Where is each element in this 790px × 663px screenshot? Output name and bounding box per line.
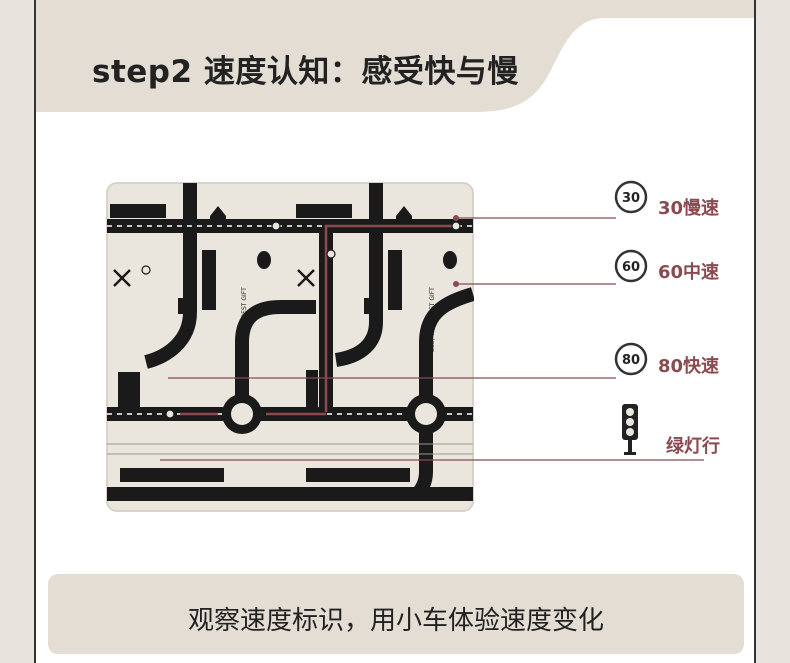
page-margin-right [756,0,790,663]
page-title: step2 速度认知：感受快与慢 [92,54,519,90]
legend-label-30: 30慢速 [658,198,720,219]
map-slogan-left: BEE, YOUR BEST GIFT [241,287,248,352]
svg-text:30: 30 [622,191,640,206]
svg-text:60: 60 [622,260,640,275]
road-playmat-map: BEE, YOUR BEST GIFT BEE, YOUR BEST GIFT [106,182,474,512]
page-margin-left [0,0,34,663]
speed-limit-30-sign-icon: 30 [614,180,648,214]
map-slogan-right: BEE, YOUR BEST GIFT [429,287,436,352]
legend-label-green-light: 绿灯行 [666,436,720,457]
footer-caption-band: 观察速度标识，用小车体验速度变化 [48,574,744,654]
footer-caption: 观察速度标识，用小车体验速度变化 [187,606,604,636]
traffic-light-icon [622,404,638,455]
legend-label-60: 60中速 [658,262,720,283]
legend-label-80: 80快速 [658,356,720,377]
legend-leader-lines [160,215,704,461]
speed-limit-80-sign-icon: 80 [614,342,648,376]
content-frame: step2 速度认知：感受快与慢 [34,0,756,663]
header-band [36,0,754,112]
svg-text:80: 80 [622,353,640,368]
speed-limit-60-sign-icon: 60 [614,249,648,283]
